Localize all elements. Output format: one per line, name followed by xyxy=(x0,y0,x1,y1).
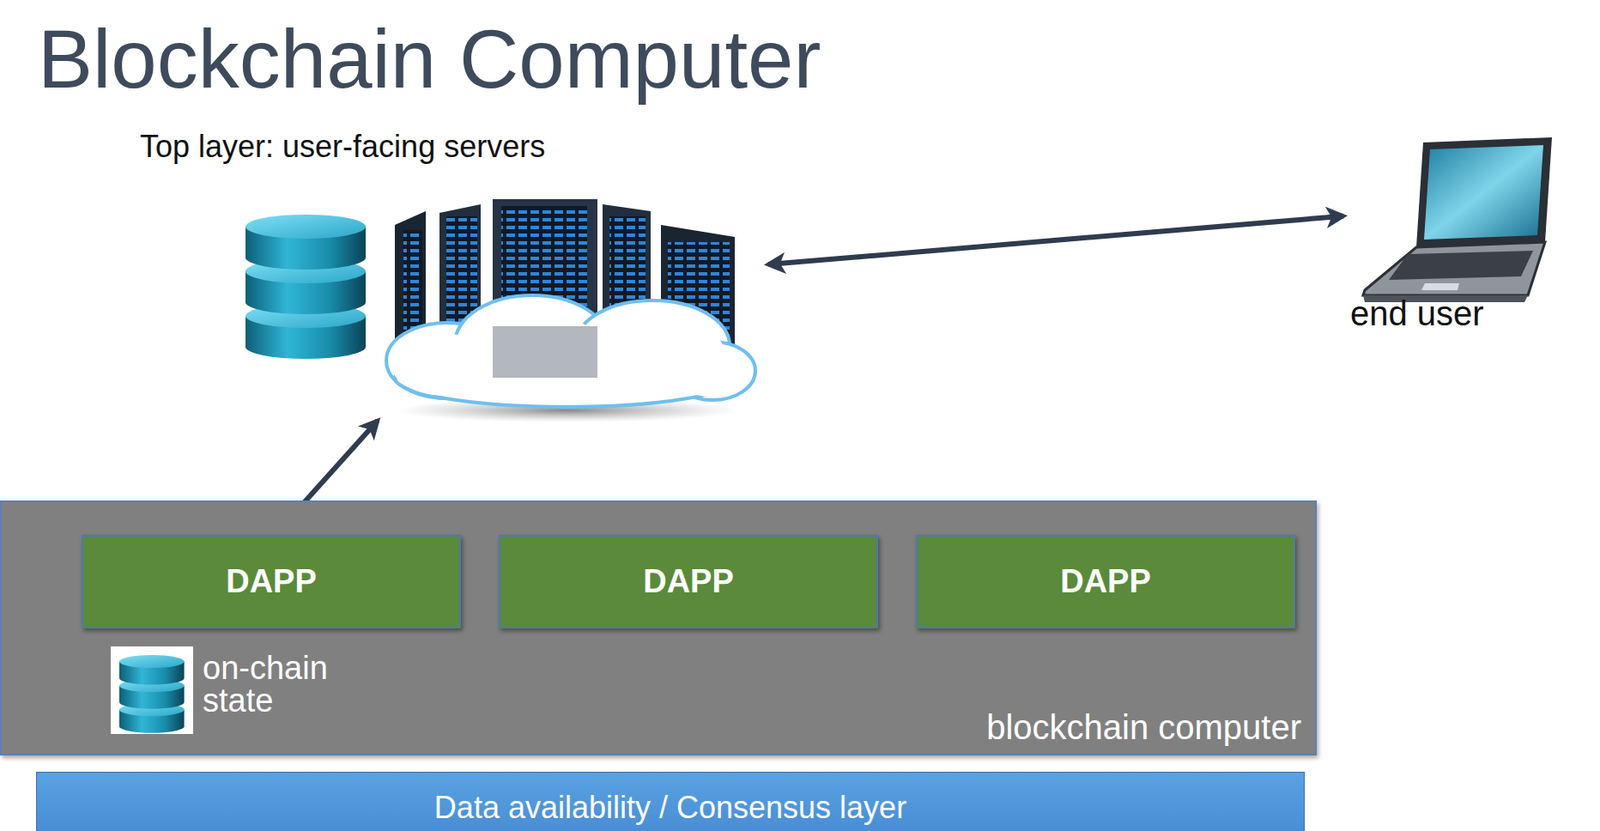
on-chain-state: on-chain state xyxy=(110,646,369,736)
database-icon xyxy=(245,214,366,359)
node-label: Data availability / Consensus layer xyxy=(36,772,1304,826)
consensus-band: Data availability / Consensus layer xyxy=(36,771,1305,831)
double-arrow xyxy=(768,216,1344,265)
node-label: end user xyxy=(1350,294,1485,334)
node-label: blockchain computer xyxy=(986,708,1302,747)
blockchain-band: blockchain computer DAPP DAPP DAPP on-chain … xyxy=(0,500,1317,756)
dapp-box: DAPP xyxy=(498,534,879,629)
node-label: on-chain state xyxy=(202,651,358,717)
diagram-title: Blockchain Computer xyxy=(37,12,821,107)
node-label: DAPP xyxy=(225,563,317,600)
cloud xyxy=(386,295,756,407)
dapp-box: DAPP xyxy=(81,534,461,629)
node-label: DAPP xyxy=(642,563,734,600)
cloud-fill xyxy=(391,312,749,400)
dapp-box: DAPP xyxy=(915,534,1296,629)
node-label: Top layer: user-facing servers xyxy=(139,128,546,165)
node-label: DAPP xyxy=(1060,563,1152,600)
laptop-icon xyxy=(1363,137,1552,303)
racks-through-cloud xyxy=(492,326,598,378)
end-user-laptop: end user xyxy=(1343,128,1558,337)
database-icon xyxy=(110,646,194,734)
server-cloud: Top layer: user-facing servers xyxy=(133,128,769,421)
